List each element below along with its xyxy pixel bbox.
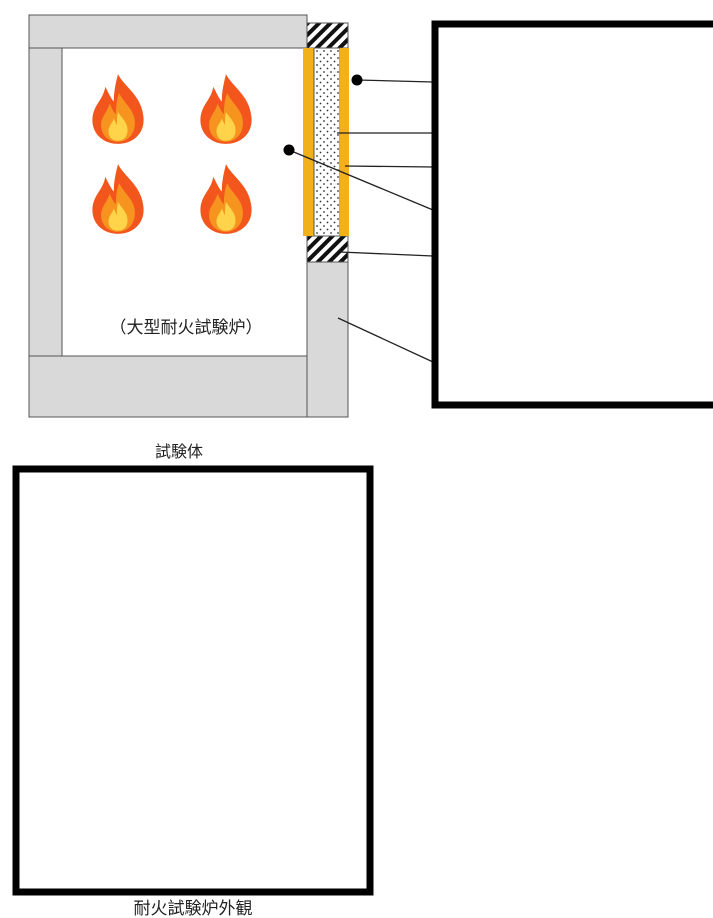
exterior-photo-frame [12, 465, 374, 896]
leader-line [356, 79, 434, 83]
furnace-top-wall [28, 14, 308, 49]
leader-line [339, 251, 434, 257]
thermocouple-point-unexposed [351, 74, 363, 86]
furnace-left-wall [28, 47, 63, 357]
furnace: （大型耐火試験炉） [28, 14, 349, 418]
thermocouple-point-furnace [283, 144, 295, 156]
exterior-caption: 耐火試験炉外観 [134, 899, 253, 918]
hatched-seal-top [306, 22, 349, 49]
fire-side-board [303, 48, 314, 236]
hatched-seal-bottom [306, 235, 349, 263]
leader-line [337, 317, 434, 363]
leader-line [288, 149, 434, 211]
specimen-caption: 試験体 [155, 442, 203, 461]
specimen-assembly [303, 22, 349, 263]
insulation-core [313, 47, 341, 237]
furnace-label: （大型耐火試験炉） [110, 318, 263, 338]
furnace-right-lower-wall [306, 261, 349, 418]
outer-board [340, 48, 349, 236]
leader-line [344, 165, 434, 168]
specimen-photo-frame [431, 20, 713, 409]
leader-lines [288, 79, 434, 363]
furnace-bottom-wall [28, 355, 308, 418]
